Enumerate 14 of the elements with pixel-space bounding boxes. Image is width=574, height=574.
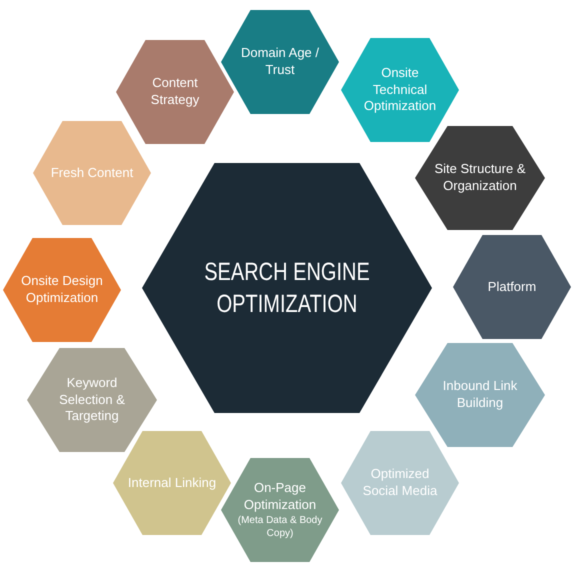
- hexagon-label: On-Page Optimization: [242, 480, 318, 514]
- hexagon-label: Onsite Design Optimization: [20, 273, 104, 307]
- hexagon-label: Onsite Technical Optimization: [362, 64, 438, 116]
- hexagon-label: Optimized Social Media: [362, 466, 438, 500]
- hexagon-label: Site Structure & Organization: [433, 161, 527, 195]
- hexagon-label: Content Strategy: [150, 75, 200, 109]
- hexagon-label: Keyword Selection & Targeting: [58, 374, 126, 426]
- hexagon-sublabel: (Meta Data & Body Copy): [236, 514, 324, 540]
- hexagon-label: Internal Linking: [128, 474, 216, 492]
- hexagon-label: Inbound Link Building: [442, 378, 518, 412]
- hexagon-label: Domain Age / Trust: [240, 45, 320, 79]
- hexagon-label: Platform: [488, 278, 536, 296]
- center-title: SEARCH ENGINE OPTIMIZATION: [203, 256, 371, 320]
- hexagon-label: Fresh Content: [50, 164, 134, 182]
